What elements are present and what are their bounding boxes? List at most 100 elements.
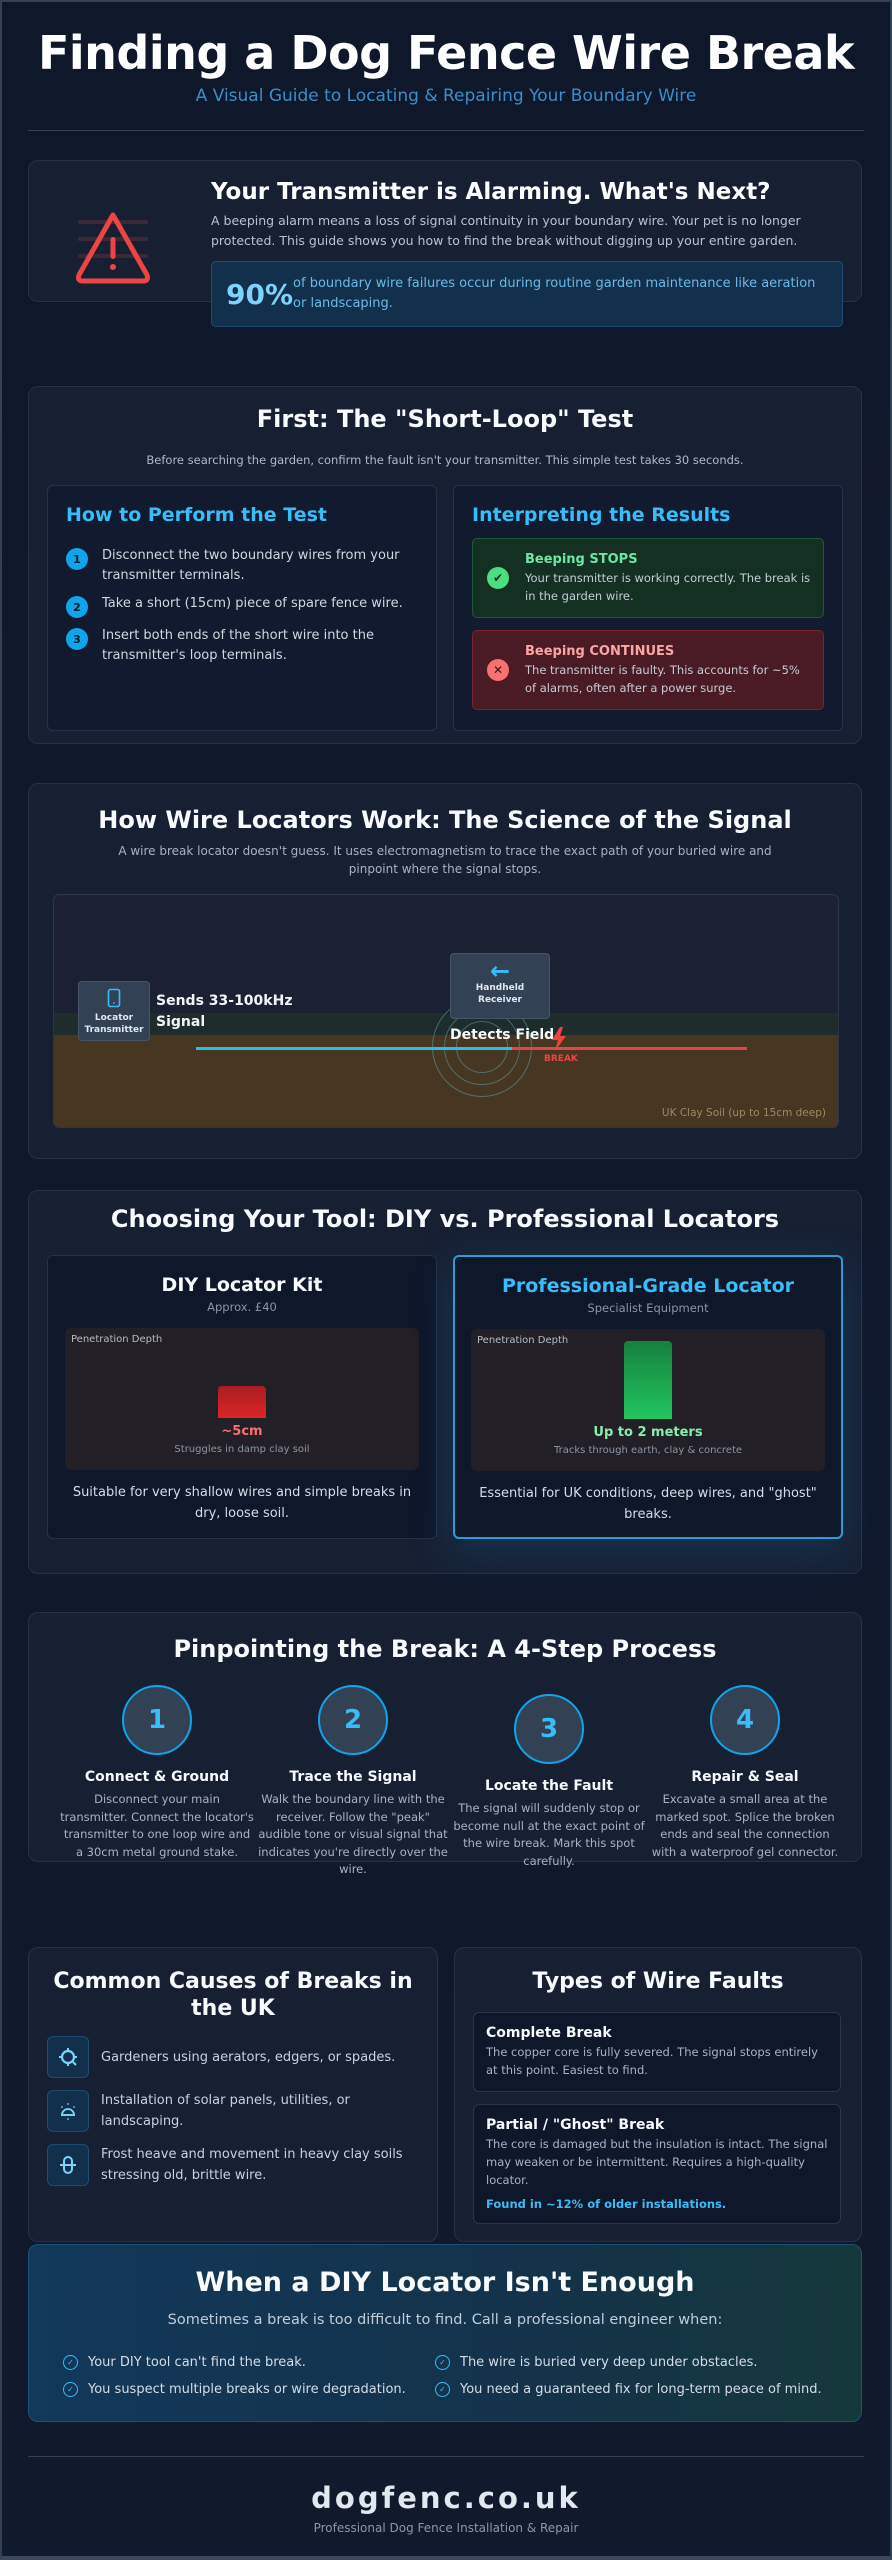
- process-card: Pinpointing the Break: A 4-Step Process …: [28, 1612, 862, 1876]
- fault-text: The core is damaged but the insulation i…: [486, 2137, 828, 2187]
- tool-summary: Suitable for very shallow wires and simp…: [72, 1485, 412, 1521]
- check-circle-icon: ✓: [63, 2382, 78, 2397]
- section-title: How Wire Locators Work: The Science of t…: [98, 806, 792, 834]
- list-item: Frost heave and movement in heavy clay s…: [47, 2144, 423, 2186]
- step-text: Disconnect your main transmitter. Connec…: [60, 1792, 254, 1859]
- page-title: Finding a Dog Fence Wire Break: [37, 26, 855, 80]
- step-title: Trace the Signal: [289, 1769, 417, 1785]
- cross-icon: ✕: [487, 659, 509, 681]
- short-loop-card: First: The "Short-Loop" Test Before sear…: [28, 386, 862, 744]
- tool-price: Approx. £40: [207, 1300, 277, 1314]
- locator-transmitter: Locator Transmitter: [78, 981, 150, 1041]
- intro-card: Your Transmitter is Alarming. What's Nex…: [28, 160, 862, 327]
- check-circle-icon: ✓: [435, 2355, 450, 2370]
- checklist-text: Your DIY tool can't find the break.: [88, 2355, 306, 2370]
- stat-value: 90%: [226, 277, 294, 311]
- step-number-circle: 2: [318, 1685, 388, 1755]
- divider: [28, 130, 864, 131]
- device-label: Locator: [94, 1013, 134, 1023]
- check-icon: ✔: [487, 567, 509, 589]
- step-number-badge: 2: [66, 596, 88, 618]
- process-step: 3 Locate the Fault The signal will sudde…: [451, 1694, 647, 1870]
- break-label: BREAK: [544, 1054, 578, 1064]
- depth-meter: Penetration Depth ~5cm Struggles in damp…: [65, 1328, 419, 1470]
- phone-device-icon: [107, 988, 121, 1008]
- step-text: Excavate a small area at the marked spot…: [651, 1792, 839, 1859]
- cta-lead: Sometimes a break is too difficult to fi…: [167, 2312, 723, 2328]
- step-text: Insert both ends of the short wire into …: [102, 628, 374, 663]
- fault-text: The copper core is fully severed. The si…: [486, 2045, 818, 2077]
- cause-text: Gardeners using aerators, edgers, or spa…: [101, 2049, 396, 2065]
- causes-card: Common Causes of Breaks in the UK Garden…: [28, 1947, 438, 2242]
- frost-thermometer-icon: [47, 2144, 89, 2186]
- results-panel: Interpreting the Results ✔ Beeping STOPS…: [453, 485, 843, 731]
- soil-label: UK Clay Soil (up to 15cm deep): [661, 1107, 826, 1119]
- list-item: 3 Insert both ends of the short wire int…: [66, 626, 424, 666]
- section-title: Common Causes of Breaks in the UK: [53, 1969, 413, 2021]
- checklist-text: You need a guaranteed fix for long-term …: [460, 2382, 822, 2397]
- result-heading: Beeping STOPS: [525, 551, 638, 567]
- checklist-text: The wire is buried very deep under obsta…: [460, 2355, 758, 2370]
- result-stops: ✔ Beeping STOPS Your transmitter is work…: [472, 538, 824, 618]
- panel-title: How to Perform the Test: [66, 504, 327, 526]
- signal-label: Sends 33-100kHz Signal: [156, 991, 292, 1033]
- pro-tool-panel: Professional-Grade Locator Specialist Eq…: [453, 1255, 843, 1539]
- list-item: 1 Disconnect the two boundary wires from…: [66, 546, 424, 586]
- tool-summary: Essential for UK conditions, deep wires,…: [479, 1486, 817, 1522]
- fault-highlight: Found in ~12% of older installations.: [486, 2197, 727, 2211]
- depth-label: Penetration Depth: [71, 1334, 163, 1345]
- step-title: Locate the Fault: [484, 1778, 614, 1794]
- signal-label-line: Signal: [156, 1014, 206, 1030]
- step-number-circle: 3: [514, 1694, 584, 1764]
- result-text: Your transmitter is working correctly. T…: [525, 570, 811, 603]
- section-title: Choosing Your Tool: DIY vs. Professional…: [110, 1205, 780, 1233]
- wire-signal-segment: [386, 1047, 512, 1050]
- science-card: How Wire Locators Work: The Science of t…: [28, 783, 862, 1159]
- list-item: ✓ You suspect multiple breaks or wire de…: [63, 2382, 435, 2397]
- stat-text: of boundary wire failures occur during r…: [293, 276, 816, 311]
- intro-heading: Your Transmitter is Alarming. What's Nex…: [211, 179, 771, 205]
- cta-checklist: ✓ Your DIY tool can't find the break. ✓ …: [63, 2355, 843, 2397]
- device-label: Receiver: [478, 995, 522, 1005]
- list-item: Installation of solar panels, utilities,…: [47, 2090, 423, 2132]
- section-title: Pinpointing the Break: A 4-Step Process: [173, 1635, 717, 1663]
- steps-list: 1 Disconnect the two boundary wires from…: [66, 538, 424, 666]
- device-label: Handheld: [475, 983, 525, 993]
- process-step: 2 Trace the Signal Walk the boundary lin…: [255, 1685, 451, 1879]
- header: Finding a Dog Fence Wire Break A Visual …: [2, 2, 890, 131]
- step-text: Take a short (15cm) piece of spare fence…: [102, 596, 403, 611]
- tool-name: Professional-Grade Locator: [501, 1275, 795, 1297]
- tools-card: Choosing Your Tool: DIY vs. Professional…: [28, 1190, 862, 1574]
- brand-link[interactable]: dogfenc.co.uk: [311, 2481, 581, 2515]
- intro-body: A beeping alarm means a loss of signal c…: [211, 213, 801, 248]
- process-step: 4 Repair & Seal Excavate a small area at…: [647, 1685, 843, 1861]
- diy-tool-panel: DIY Locator Kit Approx. £40 Penetration …: [47, 1255, 437, 1539]
- depth-note: Tracks through earth, clay & concrete: [553, 1445, 743, 1456]
- step-number-circle: 4: [710, 1685, 780, 1755]
- checklist-text: You suspect multiple breaks or wire degr…: [88, 2382, 406, 2397]
- list-item: 2 Take a short (15cm) piece of spare fen…: [66, 594, 424, 618]
- signal-diagram: Locator Transmitter Sends 33-100kHz Sign…: [53, 894, 839, 1128]
- wire-dead-segment: [512, 1047, 747, 1050]
- list-item: ✓ Your DIY tool can't find the break.: [63, 2355, 435, 2370]
- result-continues: ✕ Beeping CONTINUES The transmitter is f…: [472, 630, 824, 710]
- divider: [28, 2456, 864, 2457]
- depth-label: Penetration Depth: [477, 1335, 569, 1346]
- cause-text: Installation of solar panels, utilities,…: [101, 2093, 350, 2129]
- page-subtitle: A Visual Guide to Locating & Repairing Y…: [195, 86, 697, 106]
- warning-triangle-icon: [76, 212, 150, 284]
- device-label: Transmitter: [84, 1025, 144, 1035]
- handheld-receiver: ← Handheld Receiver: [450, 953, 550, 1019]
- process-step: 1 Connect & Ground Disconnect your main …: [59, 1685, 255, 1861]
- step-text: The signal will suddenly stop or become …: [453, 1801, 645, 1868]
- tool-price: Specialist Equipment: [587, 1301, 709, 1315]
- section-description: A wire break locator doesn't guess. It u…: [118, 844, 772, 876]
- fault-title: Complete Break: [486, 2025, 612, 2041]
- fault-type-item: Complete Break The copper core is fully …: [473, 2012, 841, 2092]
- depth-value: ~5cm: [221, 1424, 263, 1439]
- step-title: Connect & Ground: [84, 1769, 230, 1785]
- step-text: Disconnect the two boundary wires from y…: [102, 548, 400, 583]
- fault-type-item: Partial / "Ghost" Break The core is dama…: [473, 2104, 841, 2224]
- depth-meter: Penetration Depth Up to 2 meters Tracks …: [471, 1329, 825, 1471]
- wire-signal-segment: [196, 1047, 386, 1050]
